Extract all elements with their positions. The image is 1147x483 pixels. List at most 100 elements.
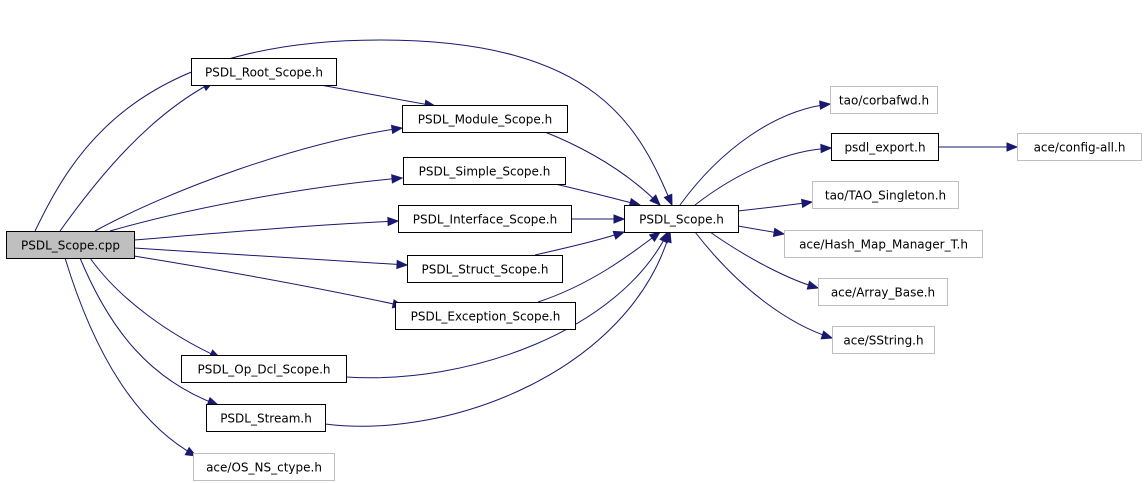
node-module_scope[interactable]: PSDL_Module_Scope.h	[402, 105, 568, 133]
edge-root_scope-to-module_scope	[319, 84, 437, 109]
edge-line	[554, 183, 641, 206]
node-exception_scope[interactable]: PSDL_Exception_Scope.h	[395, 302, 576, 330]
node-interface_scope[interactable]: PSDL_Interface_Scope.h	[398, 205, 572, 233]
edge-line	[737, 201, 813, 212]
edge-line	[79, 257, 219, 406]
node-array_base[interactable]: ace/Array_Base.h	[818, 278, 948, 306]
edge-stream-to-psdl_scope_h	[324, 230, 672, 427]
node-label: psdl_export.h	[844, 141, 925, 155]
edge-line	[109, 177, 403, 232]
node-box[interactable]	[830, 86, 938, 114]
node-box[interactable]	[395, 302, 576, 330]
arrow-head	[648, 231, 662, 243]
edge-line	[544, 131, 661, 206]
node-label: PSDL_Root_Scope.h	[205, 66, 323, 80]
edge-line	[694, 147, 832, 206]
edge-psdl_scope_h-to-tao_singleton	[737, 198, 814, 212]
node-stream[interactable]: PSDL_Stream.h	[206, 404, 326, 432]
node-psdl_scope_cpp[interactable]: PSDL_Scope.cpp	[6, 231, 135, 259]
node-config_all[interactable]: ace/config-all.h	[1017, 133, 1142, 161]
edge-psdl_scope_cpp-to-stream	[79, 257, 220, 406]
edge-psdl_scope_h-to-array_base	[709, 231, 820, 290]
node-psdl_scope_h[interactable]: PSDL_Scope.h	[624, 205, 739, 233]
edge-psdl_scope_cpp-to-op_dcl_scope	[89, 257, 222, 359]
edge-line	[534, 231, 625, 256]
edge-simple_scope-to-psdl_scope_h	[554, 183, 642, 208]
arrow-head	[396, 259, 409, 270]
node-corbafwd[interactable]: tao/corbafwd.h	[830, 86, 938, 114]
node-box[interactable]	[1017, 133, 1142, 161]
node-label: PSDL_Stream.h	[220, 412, 312, 426]
arrow-head	[613, 214, 626, 224]
arrow-head	[649, 194, 661, 206]
node-hash_map[interactable]: ace/Hash_Map_Manager_T.h	[784, 230, 983, 258]
node-label: tao/TAO_Singleton.h	[825, 189, 946, 203]
edge-line	[324, 231, 671, 427]
node-label: ace/SString.h	[843, 334, 923, 348]
node-label: PSDL_Scope.cpp	[21, 239, 120, 253]
node-box[interactable]	[193, 453, 335, 481]
node-box[interactable]	[398, 205, 572, 233]
node-box[interactable]	[191, 58, 337, 86]
edge-line	[694, 231, 833, 339]
node-box[interactable]	[407, 255, 563, 283]
node-tao_singleton[interactable]: tao/TAO_Singleton.h	[812, 181, 959, 209]
node-box[interactable]	[6, 231, 135, 259]
arrow-head	[390, 124, 404, 135]
node-os_ns_ctype[interactable]: ace/OS_NS_ctype.h	[193, 453, 335, 481]
node-struct_scope[interactable]: PSDL_Struct_Scope.h	[407, 255, 563, 283]
edge-psdl_scope_cpp-to-module_scope	[94, 124, 404, 232]
edge-psdl_scope_h-to-hash_map	[737, 225, 786, 237]
arrow-head	[806, 280, 820, 290]
node-simple_scope[interactable]: PSDL_Simple_Scope.h	[403, 157, 566, 185]
edge-line	[345, 231, 669, 379]
node-label: PSDL_Scope.h	[639, 213, 724, 227]
edge-struct_scope-to-psdl_scope_h	[534, 230, 626, 256]
node-root_scope[interactable]: PSDL_Root_Scope.h	[191, 58, 337, 86]
edge-line	[64, 257, 197, 457]
arrow-head	[772, 227, 786, 237]
arrow-head	[819, 100, 832, 110]
arrow-head	[612, 230, 626, 240]
node-label: PSDL_Simple_Scope.h	[419, 165, 551, 179]
node-op_dcl_scope[interactable]: PSDL_Op_Dcl_Scope.h	[181, 355, 347, 383]
node-box[interactable]	[402, 105, 568, 133]
node-psdl_export[interactable]: psdl_export.h	[831, 133, 939, 161]
edge-psdl_scope_h-to-psdl_export	[694, 143, 833, 206]
node-box[interactable]	[831, 133, 939, 161]
node-label: PSDL_Struct_Scope.h	[422, 263, 549, 277]
node-box[interactable]	[818, 278, 948, 306]
node-label: PSDL_Op_Dcl_Scope.h	[198, 363, 331, 377]
node-box[interactable]	[784, 230, 983, 258]
arrow-head	[1006, 142, 1019, 152]
node-box[interactable]	[812, 181, 959, 209]
edge-psdl_scope_h-to-corbafwd	[679, 100, 832, 206]
node-box[interactable]	[181, 355, 347, 383]
edge-line	[679, 103, 831, 206]
edge-line	[89, 257, 221, 359]
edge-line	[94, 127, 403, 232]
arrow-head	[800, 198, 814, 209]
edge-module_scope-to-psdl_scope_h	[544, 131, 661, 206]
node-label: ace/OS_NS_ctype.h	[206, 461, 322, 475]
node-box[interactable]	[206, 404, 326, 432]
edge-psdl_scope_cpp-to-root_scope	[59, 81, 215, 232]
node-label: ace/config-all.h	[1034, 141, 1126, 155]
node-sstring[interactable]: ace/SString.h	[832, 326, 935, 354]
arrow-head	[820, 330, 834, 340]
edge-psdl_scope_cpp-to-simple_scope	[109, 174, 404, 232]
node-label: PSDL_Module_Scope.h	[418, 113, 552, 127]
edge-psdl_export-to-config_all	[938, 142, 1019, 152]
edge-line	[537, 231, 661, 303]
edge-line	[133, 220, 399, 241]
node-box[interactable]	[403, 157, 566, 185]
node-label: ace/Hash_Map_Manager_T.h	[799, 238, 968, 252]
node-box[interactable]	[832, 326, 935, 354]
edge-psdl_scope_h-to-sstring	[694, 231, 834, 340]
arrow-head	[820, 143, 833, 154]
node-box[interactable]	[624, 205, 739, 233]
node-label: PSDL_Interface_Scope.h	[413, 213, 557, 227]
edge-exception_scope-to-psdl_scope_h	[537, 231, 662, 303]
edge-psdl_scope_cpp-to-interface_scope	[133, 216, 400, 241]
node-label: tao/corbafwd.h	[839, 94, 929, 108]
